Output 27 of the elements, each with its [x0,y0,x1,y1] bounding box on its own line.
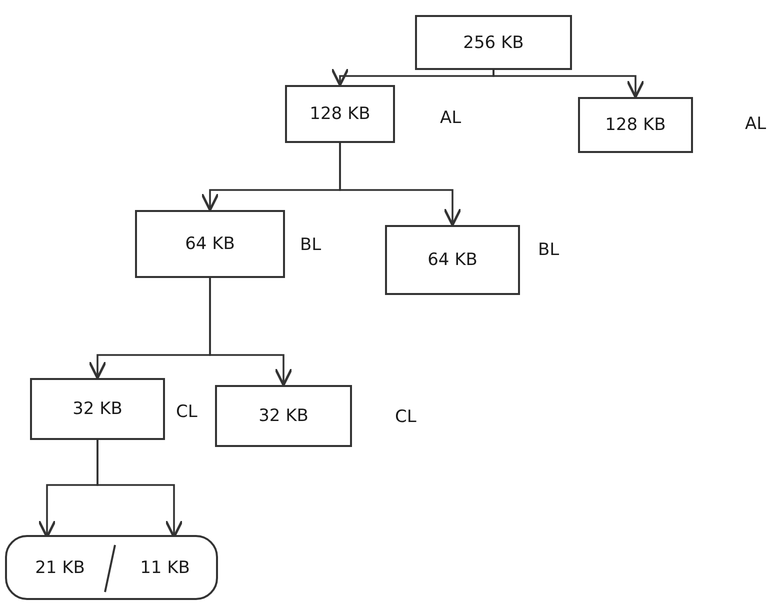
memory-block [415,15,572,70]
split-memory-block [5,535,218,600]
level-label: BL [300,235,322,255]
block-size-label: 32 KB [258,406,308,426]
level-label: AL [440,108,462,128]
level-label: CL [395,407,416,427]
arrow [330,68,494,86]
level-label: AL [745,114,766,134]
level-label: CL [176,402,198,422]
block-size-label: 64 KB [185,234,235,254]
block-size-label: 11 KB [140,558,190,578]
level-label: BL [538,240,560,260]
block-size-label: 32 KB [72,399,122,419]
block-size-label: 128 KB [605,115,666,135]
block-size-label: 64 KB [428,250,478,270]
memory-block [135,210,285,278]
memory-block [215,385,352,447]
block-size-label: 128 KB [310,104,370,124]
arrow [339,143,462,226]
memory-block [30,378,165,440]
arrow [209,278,293,386]
memory-block [385,225,520,295]
block-size-label: 21 KB [35,558,85,578]
memory-block [285,85,395,143]
block-size-label: 256 KB [463,32,524,52]
memory-block [578,97,693,153]
arrow [492,70,645,98]
